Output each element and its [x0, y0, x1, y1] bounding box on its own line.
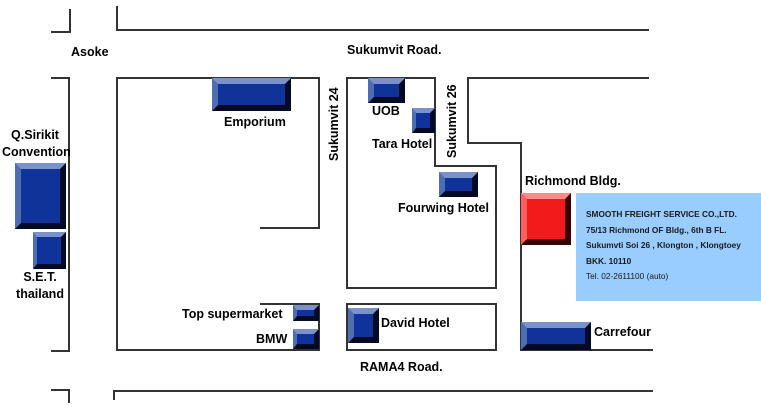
building-fourwing-hotel[interactable] [439, 172, 478, 197]
building-emporium[interactable] [212, 78, 291, 111]
road-edge [69, 9, 71, 32]
road-label-rama4: RAMA4 Road. [360, 360, 443, 374]
road-edge [467, 77, 469, 144]
label-bmw: BMW [256, 332, 288, 346]
label-set-line2: thailand [16, 287, 64, 301]
road-edge [260, 227, 320, 229]
building-set-thailand[interactable] [33, 232, 66, 269]
company-phone[interactable]: Tel. 02-2611100 (auto) [586, 271, 669, 281]
road-edge [318, 303, 320, 351]
road-label-asoke: Asoke [71, 45, 109, 59]
road-edge [467, 142, 522, 144]
label-carrefour: Carrefour [594, 325, 651, 339]
label-david-hotel: David Hotel [381, 316, 450, 330]
road-edge [346, 349, 497, 351]
road-edge [51, 350, 70, 352]
label-richmond: Richmond Bldg. [525, 174, 621, 188]
road-edge [346, 303, 348, 351]
building-qsirikit-convention[interactable] [15, 163, 66, 229]
address-postal: BKK. 10110 [586, 255, 632, 266]
road-edge [318, 77, 320, 229]
label-qsirikit: Q.Sirikit Convention [2, 128, 71, 159]
road-edge [116, 6, 118, 31]
road-edge [346, 303, 497, 305]
label-uob: UOB [372, 104, 400, 118]
label-qsirikit-line2: Convention [2, 145, 71, 159]
label-set-line1: S.E.T. [23, 270, 57, 284]
road-edge [434, 77, 436, 167]
road-edge [260, 303, 320, 305]
road-edge [113, 390, 653, 392]
label-fourwing-hotel: Fourwing Hotel [398, 201, 489, 215]
building-richmond-destination[interactable] [521, 193, 571, 245]
road-edge [51, 77, 70, 79]
road-edge [51, 389, 70, 391]
building-carrefour[interactable] [521, 322, 591, 350]
road-edge [346, 287, 497, 289]
road-label-sukumvit-24: Sukumvit 24 [327, 87, 341, 161]
road-edge [434, 165, 497, 167]
address-line-1: 75/13 Richmond OF Bldg., 6th B FL. [586, 224, 727, 235]
road-label-sukumvit: Sukumvit Road. [347, 43, 442, 57]
label-qsirikit-line1: Q.Sirikit [11, 128, 59, 142]
address-line-2: Sukumvti Soi 26 , Klongton , Klongtoey [586, 240, 741, 250]
road-edge [116, 349, 320, 351]
label-top-supermarket: Top supermarket [182, 307, 283, 321]
company-address-box: SMOOTH FREIGHT SERVICE CO.,LTD. 75/13 Ri… [576, 193, 761, 301]
road-edge [495, 165, 497, 289]
road-edge [68, 77, 70, 351]
road-edge [520, 349, 653, 351]
building-top-supermarket[interactable] [293, 305, 319, 321]
road-edge [51, 31, 71, 33]
road-edge [113, 390, 115, 400]
label-set: S.E.T. thailand [12, 270, 68, 301]
company-name: SMOOTH FREIGHT SERVICE CO.,LTD. [586, 209, 737, 219]
road-edge [467, 77, 649, 79]
road-edge [346, 77, 348, 289]
road-edge [495, 303, 497, 351]
building-bmw[interactable] [293, 329, 319, 349]
road-edge [116, 77, 118, 351]
road-edge [520, 142, 522, 351]
building-david-hotel[interactable] [348, 308, 379, 343]
label-tara-hotel: Tara Hotel [372, 137, 433, 151]
building-uob[interactable] [368, 78, 405, 103]
road-label-sukumvit-26: Sukumvit 26 [445, 84, 459, 158]
road-edge [68, 389, 70, 403]
label-emporium: Emporium [224, 115, 286, 129]
building-tara-hotel[interactable] [412, 108, 435, 133]
road-edge [116, 29, 649, 31]
